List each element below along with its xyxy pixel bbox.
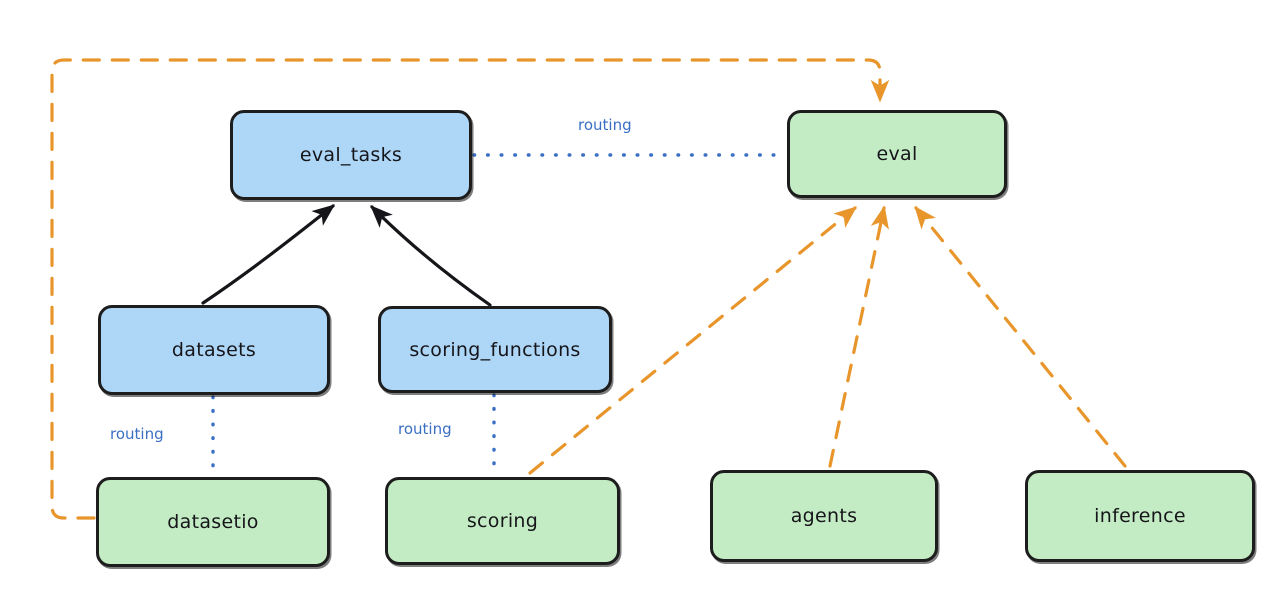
edge-label-routing-eval: routing: [578, 116, 632, 134]
node-scoring-functions[interactable]: scoring_functions: [378, 306, 612, 393]
edge-datasetio-to-eval: [50, 58, 890, 520]
node-agents[interactable]: agents: [710, 470, 938, 562]
node-label-datasets: datasets: [171, 339, 257, 361]
edge-label-routing-scoring: routing: [398, 420, 452, 438]
node-eval-tasks[interactable]: eval_tasks: [230, 110, 472, 200]
edge-datasets-to-eval-tasks: [201, 204, 336, 305]
node-label-eval: eval: [876, 143, 918, 165]
node-label-scoring-functions: scoring_functions: [409, 338, 581, 361]
node-datasetio[interactable]: datasetio: [96, 477, 330, 567]
node-datasets[interactable]: datasets: [98, 305, 330, 395]
node-label-scoring: scoring: [466, 510, 539, 532]
edge-agents-to-eval: [828, 205, 889, 468]
node-inference[interactable]: inference: [1025, 470, 1255, 562]
node-label-inference: inference: [1094, 505, 1186, 527]
node-eval[interactable]: eval: [787, 110, 1007, 198]
node-label-datasetio: datasetio: [167, 511, 259, 533]
edge-scoring-to-eval: [528, 206, 857, 475]
edge-label-routing-datasetio: routing: [110, 425, 164, 443]
edge-inference-to-eval: [914, 206, 1127, 468]
node-scoring[interactable]: scoring: [385, 477, 620, 565]
edge-scoring-functions-to-eval-tasks: [370, 205, 492, 307]
node-label-agents: agents: [790, 505, 858, 527]
node-label-eval-tasks: eval_tasks: [299, 144, 403, 166]
